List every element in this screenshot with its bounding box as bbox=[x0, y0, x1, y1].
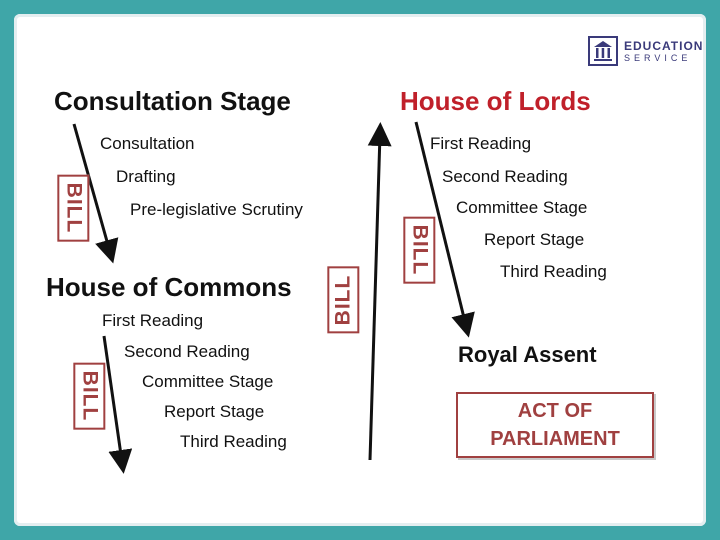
house-of-lords-heading: House of Lords bbox=[400, 86, 591, 116]
building-icon bbox=[588, 36, 618, 66]
act-of-parliament-box: ACT OF PARLIAMENT bbox=[456, 392, 654, 458]
commons-first-reading: First Reading bbox=[102, 311, 204, 330]
royal-assent-label: Royal Assent bbox=[458, 342, 597, 367]
lords-arrow bbox=[414, 121, 475, 338]
consultation-arrow bbox=[72, 123, 119, 264]
commons-report-stage: Report Stage bbox=[164, 402, 265, 421]
commons-committee-stage: Committee Stage bbox=[142, 372, 274, 391]
commons-second-reading: Second Reading bbox=[124, 342, 250, 361]
consultation-step: Consultation bbox=[100, 134, 195, 153]
commons-arrow bbox=[102, 335, 133, 474]
consultation-stage-heading: Consultation Stage bbox=[54, 86, 291, 116]
house-of-commons-heading: House of Commons bbox=[46, 272, 292, 302]
lords-second-reading: Second Reading bbox=[442, 167, 568, 186]
bill-stamp-commons-to-lords: BILL bbox=[327, 266, 360, 334]
to-lords-arrow bbox=[367, 122, 392, 461]
lords-first-reading: First Reading bbox=[430, 134, 532, 153]
education-service-logo: EDUCATION SERVICE bbox=[588, 36, 703, 66]
bill-stamp-consultation: BILL bbox=[57, 174, 90, 242]
logo-line2: SERVICE bbox=[624, 52, 692, 63]
flow-arrows bbox=[72, 121, 475, 474]
logo-line1: EDUCATION bbox=[624, 38, 704, 53]
bill-stamp-commons: BILL bbox=[73, 362, 106, 430]
act-line1: ACT OF bbox=[517, 400, 593, 422]
drafting-step: Drafting bbox=[116, 167, 176, 186]
slide: EDUCATION SERVICE Consultation Stage Hou… bbox=[14, 14, 706, 526]
bill-stamp-lords: BILL bbox=[403, 216, 436, 284]
lords-third-reading: Third Reading bbox=[500, 262, 607, 281]
lords-report-stage: Report Stage bbox=[484, 230, 585, 249]
commons-third-reading: Third Reading bbox=[180, 432, 287, 451]
act-line2: PARLIAMENT bbox=[490, 428, 620, 450]
pre-legislative-scrutiny-step: Pre-legislative Scrutiny bbox=[130, 200, 303, 219]
lords-committee-stage: Committee Stage bbox=[456, 198, 588, 217]
